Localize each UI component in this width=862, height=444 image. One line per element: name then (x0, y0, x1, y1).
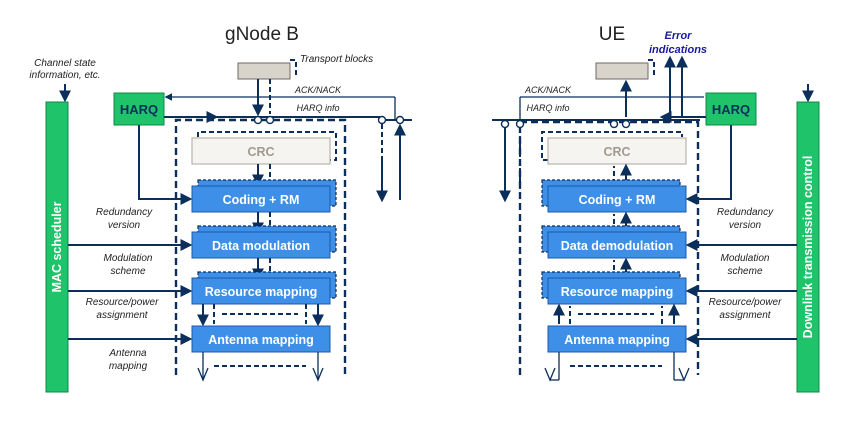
gnodeb-antenna-box (191, 325, 331, 353)
error-indications-label-2: indications (649, 44, 707, 56)
ue-redundancy-label-2: version (729, 220, 762, 231)
ue-harq-info-label: HARQ info (526, 103, 569, 113)
ue-demod-label: Data demodulation (561, 239, 674, 253)
ue-title: UE (599, 24, 625, 45)
gnodeb-resource-box (191, 277, 331, 305)
gnodeb-modulation-label-2: scheme (110, 266, 145, 277)
gnodeb-panel: gNode B Channel state information, etc. … (29, 24, 412, 393)
gnodeb-harq-box (113, 92, 165, 126)
ue-antenna-left-icon (544, 367, 556, 382)
gnodeb-modulation-label-1: Modulation (104, 253, 153, 264)
gnodeb-junction-1 (253, 115, 263, 125)
ue-transport-block-shadow (648, 59, 655, 75)
gnodeb-mod-box (191, 231, 331, 259)
gnodeb-junction-4 (395, 115, 405, 125)
gnodeb-harq-to-coding-arrow (138, 125, 193, 205)
ue-ack-nack-label: ACK/NACK (524, 85, 572, 95)
ue-panel: UE Error indications Downlink transmissi… (492, 24, 820, 393)
ue-junction-1 (500, 119, 510, 129)
gnodeb-ack-nack-label: ACK/NACK (294, 85, 342, 95)
ue-coding-label: Coding + RM (579, 193, 656, 207)
ue-crc-shadow (541, 131, 683, 161)
gnodeb-coding-label: Coding + RM (223, 193, 300, 207)
ue-junction-3 (609, 119, 619, 129)
transport-blocks-label: Transport blocks (300, 54, 373, 65)
gnodeb-junction-2 (265, 115, 275, 125)
ue-antenna-label: Antenna mapping (564, 333, 670, 347)
ue-transport-block (595, 62, 649, 80)
ue-resource-label: Resource mapping (561, 285, 674, 299)
ue-modulation-label-1: Modulation (721, 253, 770, 264)
gnodeb-transport-block-shadow (290, 59, 297, 75)
gnodeb-antenna-label: Antenna mapping (208, 333, 314, 347)
ue-harq-to-coding-arrow (685, 125, 732, 205)
dl-control-label: Downlink transmission control (801, 156, 815, 339)
ue-coding-box (547, 185, 687, 213)
ue-antenna-box (547, 325, 687, 353)
ue-harq-label: HARQ (712, 102, 750, 117)
gnodeb-resource-power-label-1: Resource/power (86, 297, 159, 308)
ue-outer-enclosure (518, 120, 700, 375)
ue-demod-box (547, 231, 687, 259)
gnodeb-outer-enclosure (174, 118, 347, 375)
channel-state-label-line1: Channel state (34, 58, 96, 69)
gnodeb-crc-label: CRC (247, 145, 274, 159)
error-indications-label-1: Error (665, 30, 693, 42)
gnodeb-crc-shadow (197, 131, 337, 161)
channel-state-label-line2: information, etc. (29, 70, 100, 81)
gnodeb-antenna-right-icon (312, 367, 324, 382)
gnodeb-mod-label: Data modulation (212, 239, 310, 253)
gnodeb-harq-label: HARQ (120, 102, 158, 117)
ue-resource-power-label-2: assignment (719, 310, 771, 321)
ue-resource-power-label-1: Resource/power (709, 297, 782, 308)
gnodeb-resource-power-label-2: assignment (96, 310, 148, 321)
ue-redundancy-label-1: Redundancy (717, 207, 774, 218)
gnodeb-crc-box (191, 137, 331, 165)
mac-scheduler-label: MAC scheduler (50, 201, 64, 292)
gnodeb-coding-box (191, 185, 331, 213)
gnodeb-antenna-mapping-label-1: Antenna (108, 348, 147, 359)
ue-junction-4 (621, 119, 631, 129)
gnodeb-harq-info-label: HARQ info (296, 103, 339, 113)
ue-junction-2 (515, 119, 525, 129)
gnodeb-antenna-mapping-label-2: mapping (109, 361, 148, 372)
ue-antenna-right-icon (678, 367, 690, 382)
ue-harq-box (705, 92, 757, 126)
gnodeb-junction-3 (377, 115, 387, 125)
gnodeb-redundancy-label-1: Redundancy (96, 207, 153, 218)
gnodeb-transport-block (237, 62, 291, 80)
gnodeb-resource-label: Resource mapping (205, 285, 318, 299)
mac-scheduler-bar (45, 101, 69, 393)
ue-crc-box (547, 137, 687, 165)
ue-crc-label: CRC (603, 145, 630, 159)
gnodeb-title: gNode B (225, 24, 299, 45)
gnodeb-redundancy-label-2: version (108, 220, 141, 231)
ue-modulation-label-2: scheme (727, 266, 762, 277)
dl-control-bar (796, 101, 820, 393)
gnodeb-antenna-left-icon (197, 367, 209, 382)
